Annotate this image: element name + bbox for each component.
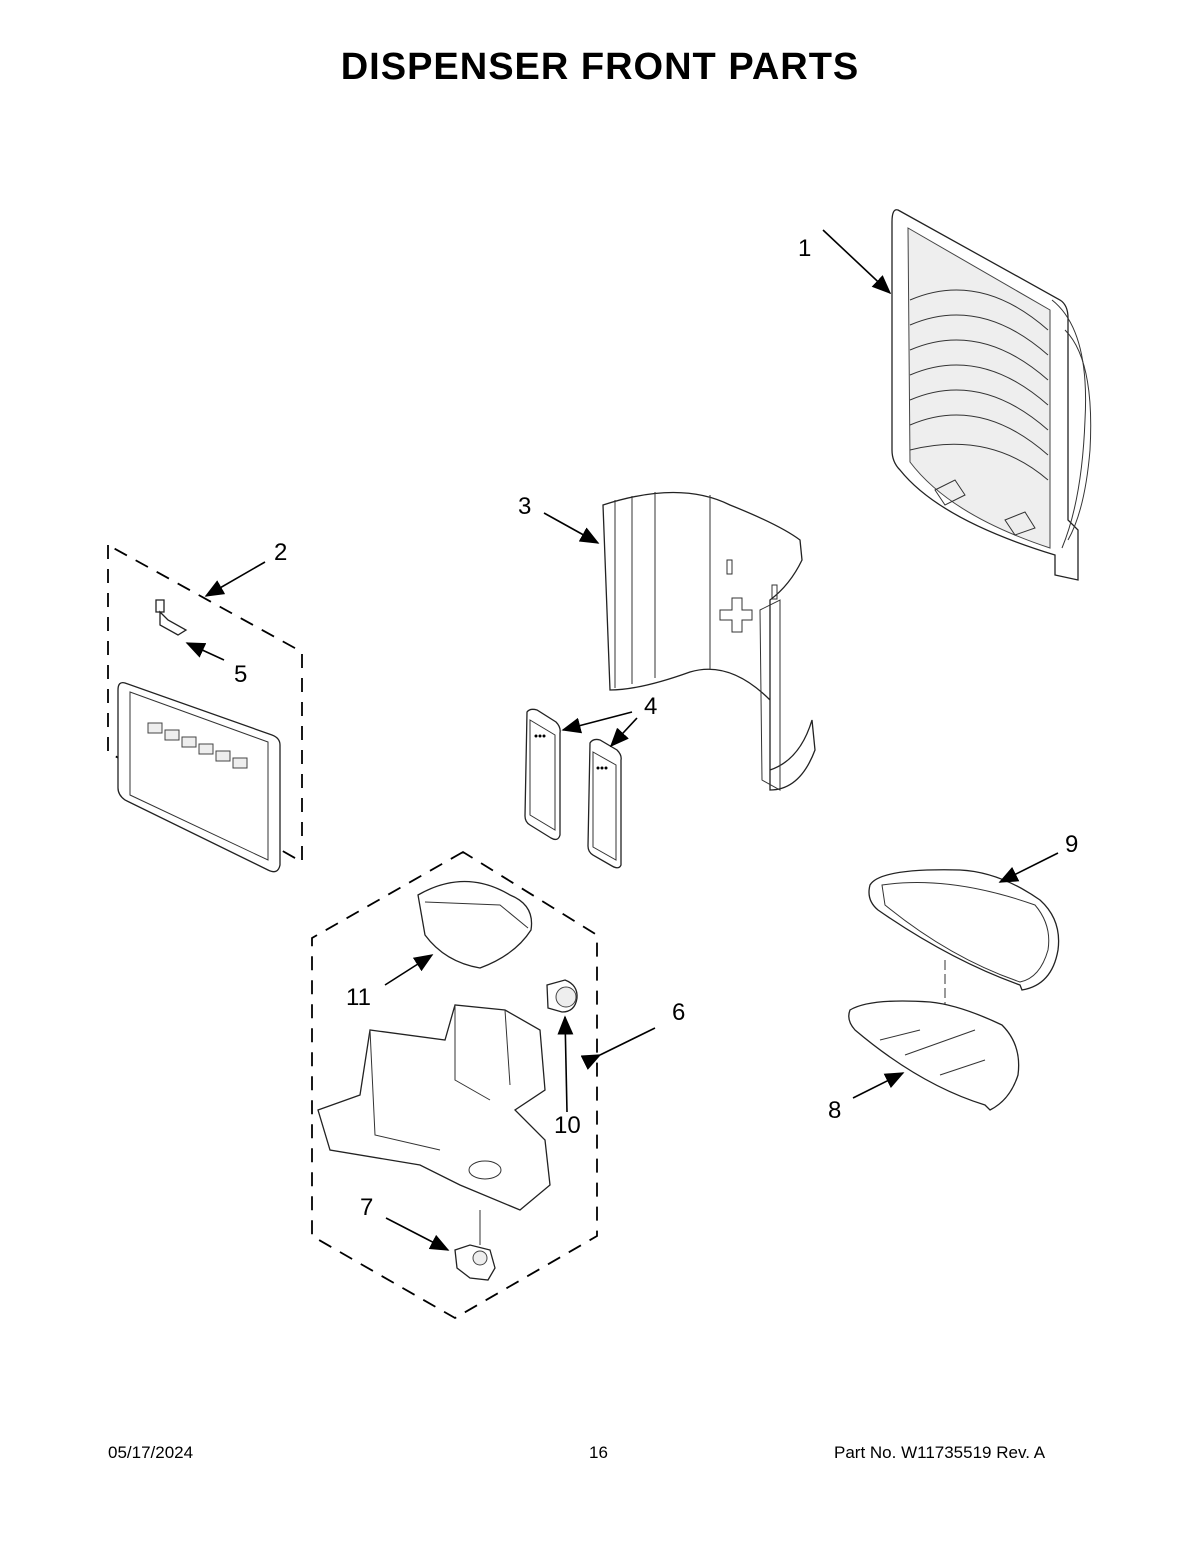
- callout-8: 8: [828, 1097, 841, 1124]
- part-4-paddle-covers: [524, 708, 622, 869]
- footer-part-number: Part No. W11735519 Rev. A: [834, 1443, 1046, 1462]
- callout-11: 11: [346, 984, 371, 1011]
- callout-7: 7: [360, 1194, 373, 1221]
- callout-1: 1: [798, 235, 811, 262]
- part-9-drip-tray: [868, 869, 1060, 991]
- page-title: DISPENSER FRONT PARTS: [340, 46, 860, 88]
- callout-6: 6: [672, 999, 685, 1026]
- callout-4: 4: [644, 693, 657, 720]
- part-2-control-panel-group: [107, 543, 303, 873]
- footer-page-number: 16: [589, 1443, 608, 1462]
- part-8-tray-base: [848, 1000, 1020, 1111]
- callout-5: 5: [234, 661, 247, 688]
- part-1-housing-frame: [891, 209, 1092, 581]
- part-3-cover: [602, 491, 816, 791]
- callout-2: 2: [274, 539, 287, 566]
- callout-9: 9: [1065, 831, 1078, 858]
- callout-3: 3: [518, 493, 531, 520]
- footer-date: 05/17/2024: [108, 1443, 194, 1462]
- callout-10: 10: [554, 1112, 581, 1139]
- part-6-dispenser-module-group: [311, 850, 598, 1320]
